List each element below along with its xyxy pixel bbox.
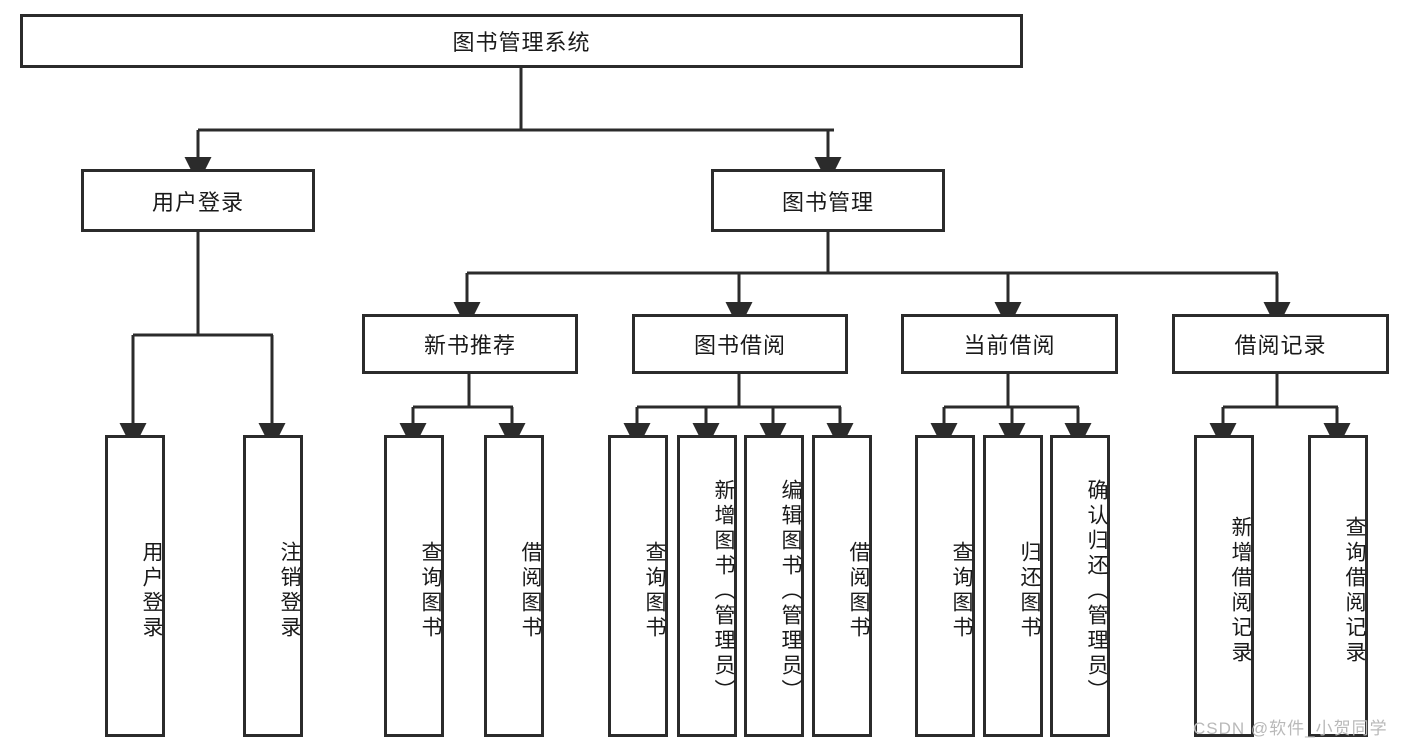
leaf-borrow-book-2[interactable]: 借阅图书: [812, 435, 872, 737]
node-book-manage[interactable]: 图书管理: [711, 169, 945, 232]
node-label: 图书管理: [781, 189, 874, 215]
node-label: 查询借阅记录: [1343, 516, 1366, 666]
node-root[interactable]: 图书管理系统: [20, 14, 1023, 68]
node-label: 借阅图书: [847, 541, 870, 641]
leaf-borrow-book-1[interactable]: 借阅图书: [484, 435, 544, 737]
node-label: 查询图书: [643, 541, 666, 641]
node-label: 借阅记录: [1234, 333, 1327, 358]
node-label: 查询图书: [419, 541, 442, 641]
node-label: 用户登录: [151, 189, 244, 215]
node-label: 借阅图书: [519, 541, 542, 641]
leaf-logout[interactable]: 注销登录: [243, 435, 303, 737]
leaf-return-book[interactable]: 归还图书: [983, 435, 1043, 737]
node-label: 查询图书: [950, 541, 973, 641]
watermark: CSDN @软件_小贺同学: [1193, 719, 1388, 738]
leaf-confirm-return[interactable]: 确认归还（管理员）: [1050, 435, 1110, 737]
leaf-add-record[interactable]: 新增借阅记录: [1194, 435, 1254, 737]
node-label: 图书借阅: [693, 333, 786, 358]
leaf-edit-book[interactable]: 编辑图书（管理员）: [744, 435, 804, 737]
node-label: 新增图书（管理员）: [712, 478, 735, 704]
leaf-query-book-2[interactable]: 查询图书: [608, 435, 668, 737]
leaf-query-record[interactable]: 查询借阅记录: [1308, 435, 1368, 737]
node-label: 图书管理系统: [452, 30, 591, 55]
node-new-book-rec[interactable]: 新书推荐: [362, 314, 578, 374]
node-current-borrow[interactable]: 当前借阅: [901, 314, 1118, 374]
node-label: 归还图书: [1018, 541, 1041, 641]
node-label: 新书推荐: [423, 333, 516, 358]
node-label: 用户登录: [140, 541, 163, 641]
node-book-borrow[interactable]: 图书借阅: [632, 314, 848, 374]
node-label: 当前借阅: [963, 333, 1056, 358]
leaf-add-book[interactable]: 新增图书（管理员）: [677, 435, 737, 737]
leaf-query-book-3[interactable]: 查询图书: [915, 435, 975, 737]
leaf-query-book-1[interactable]: 查询图书: [384, 435, 444, 737]
node-user-login[interactable]: 用户登录: [81, 169, 315, 232]
node-label: 新增借阅记录: [1229, 516, 1252, 666]
node-label: 确认归还（管理员）: [1085, 478, 1108, 704]
leaf-user-login[interactable]: 用户登录: [105, 435, 165, 737]
node-label: 注销登录: [278, 541, 301, 641]
node-label: 编辑图书（管理员）: [779, 478, 802, 704]
node-borrow-record[interactable]: 借阅记录: [1172, 314, 1389, 374]
